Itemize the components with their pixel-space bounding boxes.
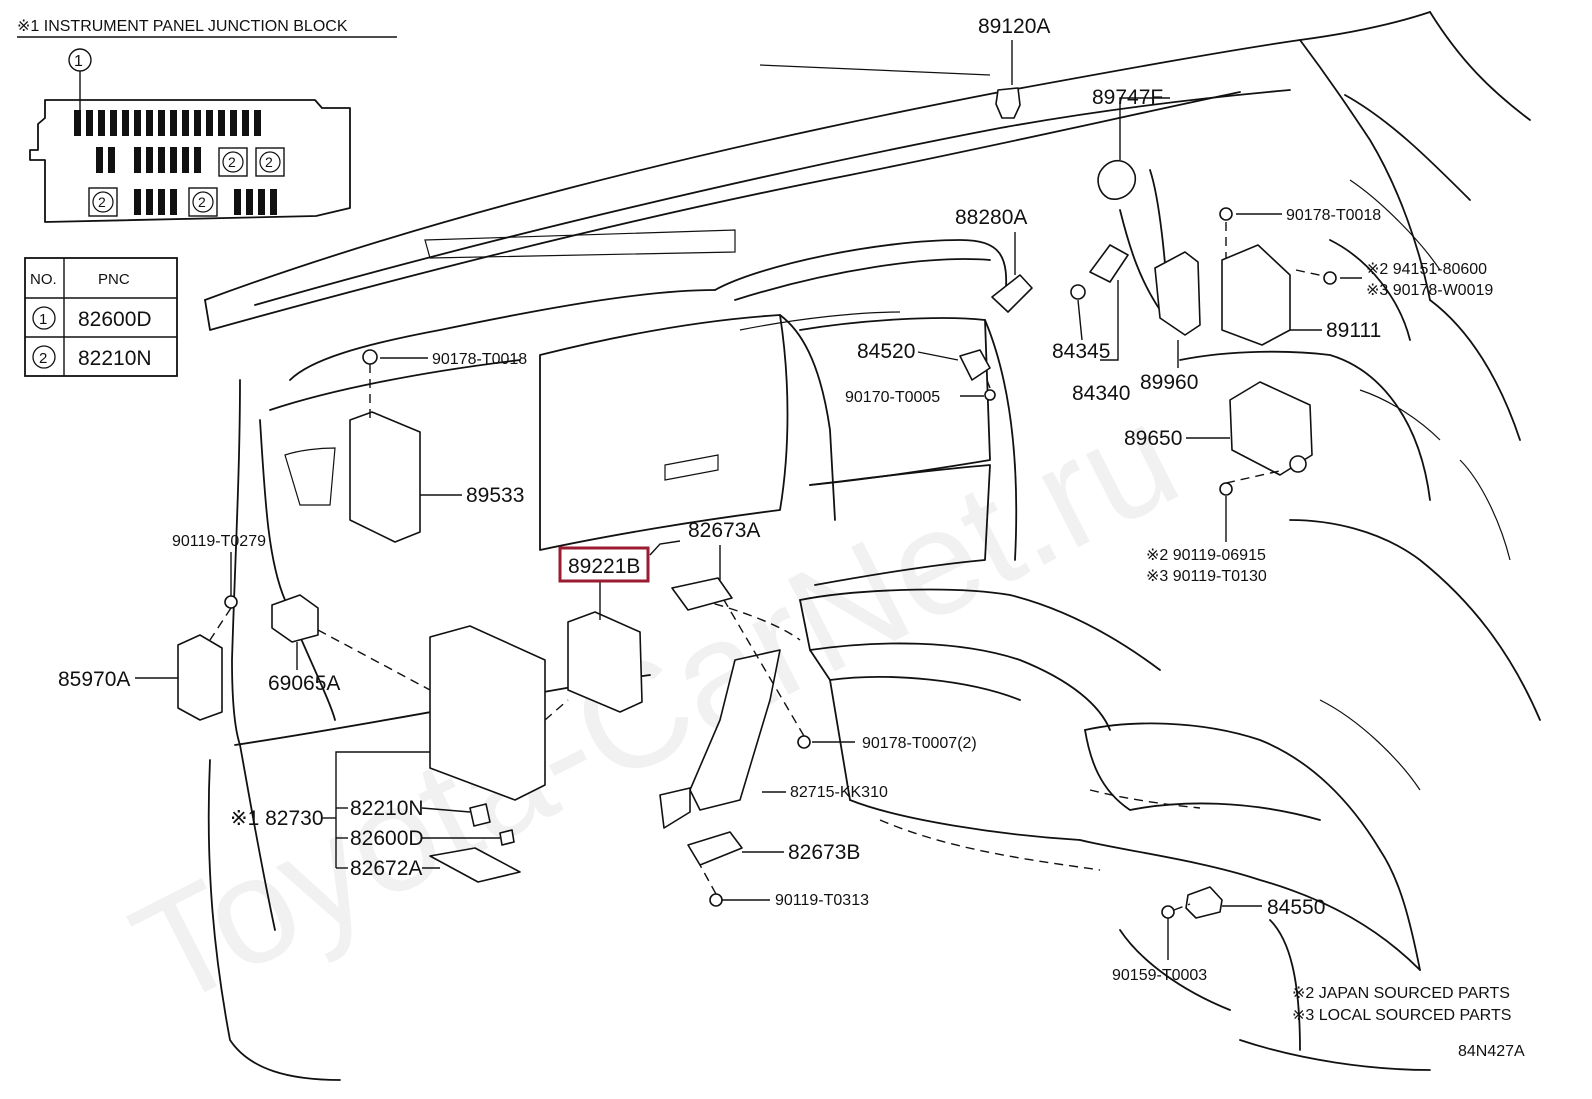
relay-slot-number: 2 xyxy=(198,194,206,210)
label-82600D: 82600D xyxy=(350,827,424,850)
fuse-slot xyxy=(108,147,115,173)
fuse-slots: 2 2 2 2 xyxy=(74,110,285,217)
table-row-1-no: 1 xyxy=(39,311,47,328)
relay-slot xyxy=(88,187,118,217)
fuse-slot xyxy=(134,110,141,136)
fuse-slot xyxy=(146,189,153,215)
callout-1-label: 1 xyxy=(74,53,83,70)
fuse-slot xyxy=(194,147,201,173)
relay-slot-number: 2 xyxy=(228,154,236,170)
label-90178-T0007: 90178-T0007(2) xyxy=(862,735,977,752)
label-89960: 89960 xyxy=(1140,371,1198,394)
label-84345: 84345 xyxy=(1052,340,1110,363)
label-90170-T0005: 90170-T0005 xyxy=(845,389,940,406)
label-89221B[interactable]: 89221B xyxy=(568,555,640,578)
table-row-2-no: 2 xyxy=(39,350,47,367)
label-90119-T0279: 90119-T0279 xyxy=(172,533,266,550)
label-90119-T0130: ※3 90119-T0130 xyxy=(1146,568,1267,585)
leader-lines xyxy=(135,40,1362,960)
label-82673B: 82673B xyxy=(788,841,860,864)
label-82715-KK310: 82715-KK310 xyxy=(790,784,888,801)
label-84550: 84550 xyxy=(1267,896,1325,919)
table-row-2-pnc: 82210N xyxy=(78,347,152,370)
label-89650: 89650 xyxy=(1124,427,1182,450)
watermark: Toyota-CarNet.ru xyxy=(108,370,1202,1038)
relay-slot-circle xyxy=(192,191,214,213)
fuse-slot xyxy=(218,110,225,136)
fuse-slot xyxy=(206,110,213,136)
fuse-slot xyxy=(170,189,177,215)
relay-slot xyxy=(218,147,248,177)
fuse-slot xyxy=(146,110,153,136)
label-90178-T0018-right: 90178-T0018 xyxy=(1286,207,1381,224)
label-85970A: 85970A xyxy=(58,668,130,691)
fuse-slot xyxy=(158,147,165,173)
label-90119-06915: ※2 90119-06915 xyxy=(1146,547,1266,564)
fuse-slot xyxy=(182,110,189,136)
table-row-1-pnc: 82600D xyxy=(78,308,152,331)
fuse-slot xyxy=(86,110,93,136)
fuse-slot xyxy=(122,110,129,136)
label-84520: 84520 xyxy=(857,340,915,363)
label-94151-80600: ※2 94151-80600 xyxy=(1366,261,1487,278)
label-90119-T0313: 90119-T0313 xyxy=(775,892,869,909)
relay-slot-circle xyxy=(222,151,244,173)
relay-slot-circle xyxy=(92,191,114,213)
label-82672A: 82672A xyxy=(350,857,422,880)
label-88280A: 88280A xyxy=(955,206,1027,229)
fuse-slot xyxy=(230,110,237,136)
fuse-slot xyxy=(270,189,277,215)
junction-block-title: ※1 INSTRUMENT PANEL JUNCTION BLOCK xyxy=(17,18,348,35)
label-89533: 89533 xyxy=(466,484,524,507)
label-90159-T0003: 90159-T0003 xyxy=(1112,967,1207,984)
label-89111: 89111 xyxy=(1326,319,1381,342)
pnc-table: NO. PNC 1 82600D 2 82210N xyxy=(24,257,178,377)
label-90178-T0018-left: 90178-T0018 xyxy=(432,351,527,368)
footnotes: ※2 JAPAN SOURCED PARTS ※3 LOCAL SOURCED … xyxy=(1292,985,1525,1060)
label-69065A: 69065A xyxy=(268,672,340,695)
label-89747F: 89747F xyxy=(1092,86,1163,109)
relay-slot xyxy=(188,187,218,217)
fuse-slot xyxy=(246,189,253,215)
relay-slot-circle xyxy=(259,151,281,173)
fuse-slot xyxy=(182,147,189,173)
label-82673A: 82673A xyxy=(688,519,760,542)
label-84340: 84340 xyxy=(1072,382,1130,405)
relay-slot-number: 2 xyxy=(265,154,273,170)
fuse-slot xyxy=(194,110,201,136)
fuse-slot xyxy=(134,189,141,215)
highlight-box-89221B xyxy=(558,546,650,583)
fuse-slot xyxy=(96,147,103,173)
part-labels: 89120A 89747F 90178-T0018 ※2 94151-80600… xyxy=(58,15,1493,984)
diagram-code: 84N427A xyxy=(1458,1043,1525,1060)
relay-slot xyxy=(255,147,285,177)
label-82210N: 82210N xyxy=(350,797,424,820)
table-header-no: NO. xyxy=(30,271,57,288)
fuse-slot xyxy=(98,110,105,136)
relay-slot-number: 2 xyxy=(98,194,106,210)
part-shapes xyxy=(177,87,1337,919)
fuse-slot xyxy=(158,189,165,215)
fuse-slot xyxy=(254,110,261,136)
label-89120A: 89120A xyxy=(978,15,1050,38)
fuse-slot xyxy=(242,110,249,136)
note-local-sourced: ※3 LOCAL SOURCED PARTS xyxy=(1292,1007,1511,1024)
fuse-slot xyxy=(234,189,241,215)
fuse-slot xyxy=(146,147,153,173)
fuse-slot xyxy=(134,147,141,173)
label-90178-W0019: ※3 90178-W0019 xyxy=(1366,282,1493,299)
note-japan-sourced: ※2 JAPAN SOURCED PARTS xyxy=(1292,985,1510,1002)
junction-block-outline xyxy=(29,99,351,223)
fuse-slot xyxy=(170,110,177,136)
label-82730: ※1 82730 xyxy=(230,807,324,830)
fuse-slot xyxy=(74,110,81,136)
fuse-slot xyxy=(258,189,265,215)
fuse-slot xyxy=(110,110,117,136)
table-header-pnc: PNC xyxy=(98,271,130,288)
fuse-slot xyxy=(158,110,165,136)
fuse-slot xyxy=(170,147,177,173)
